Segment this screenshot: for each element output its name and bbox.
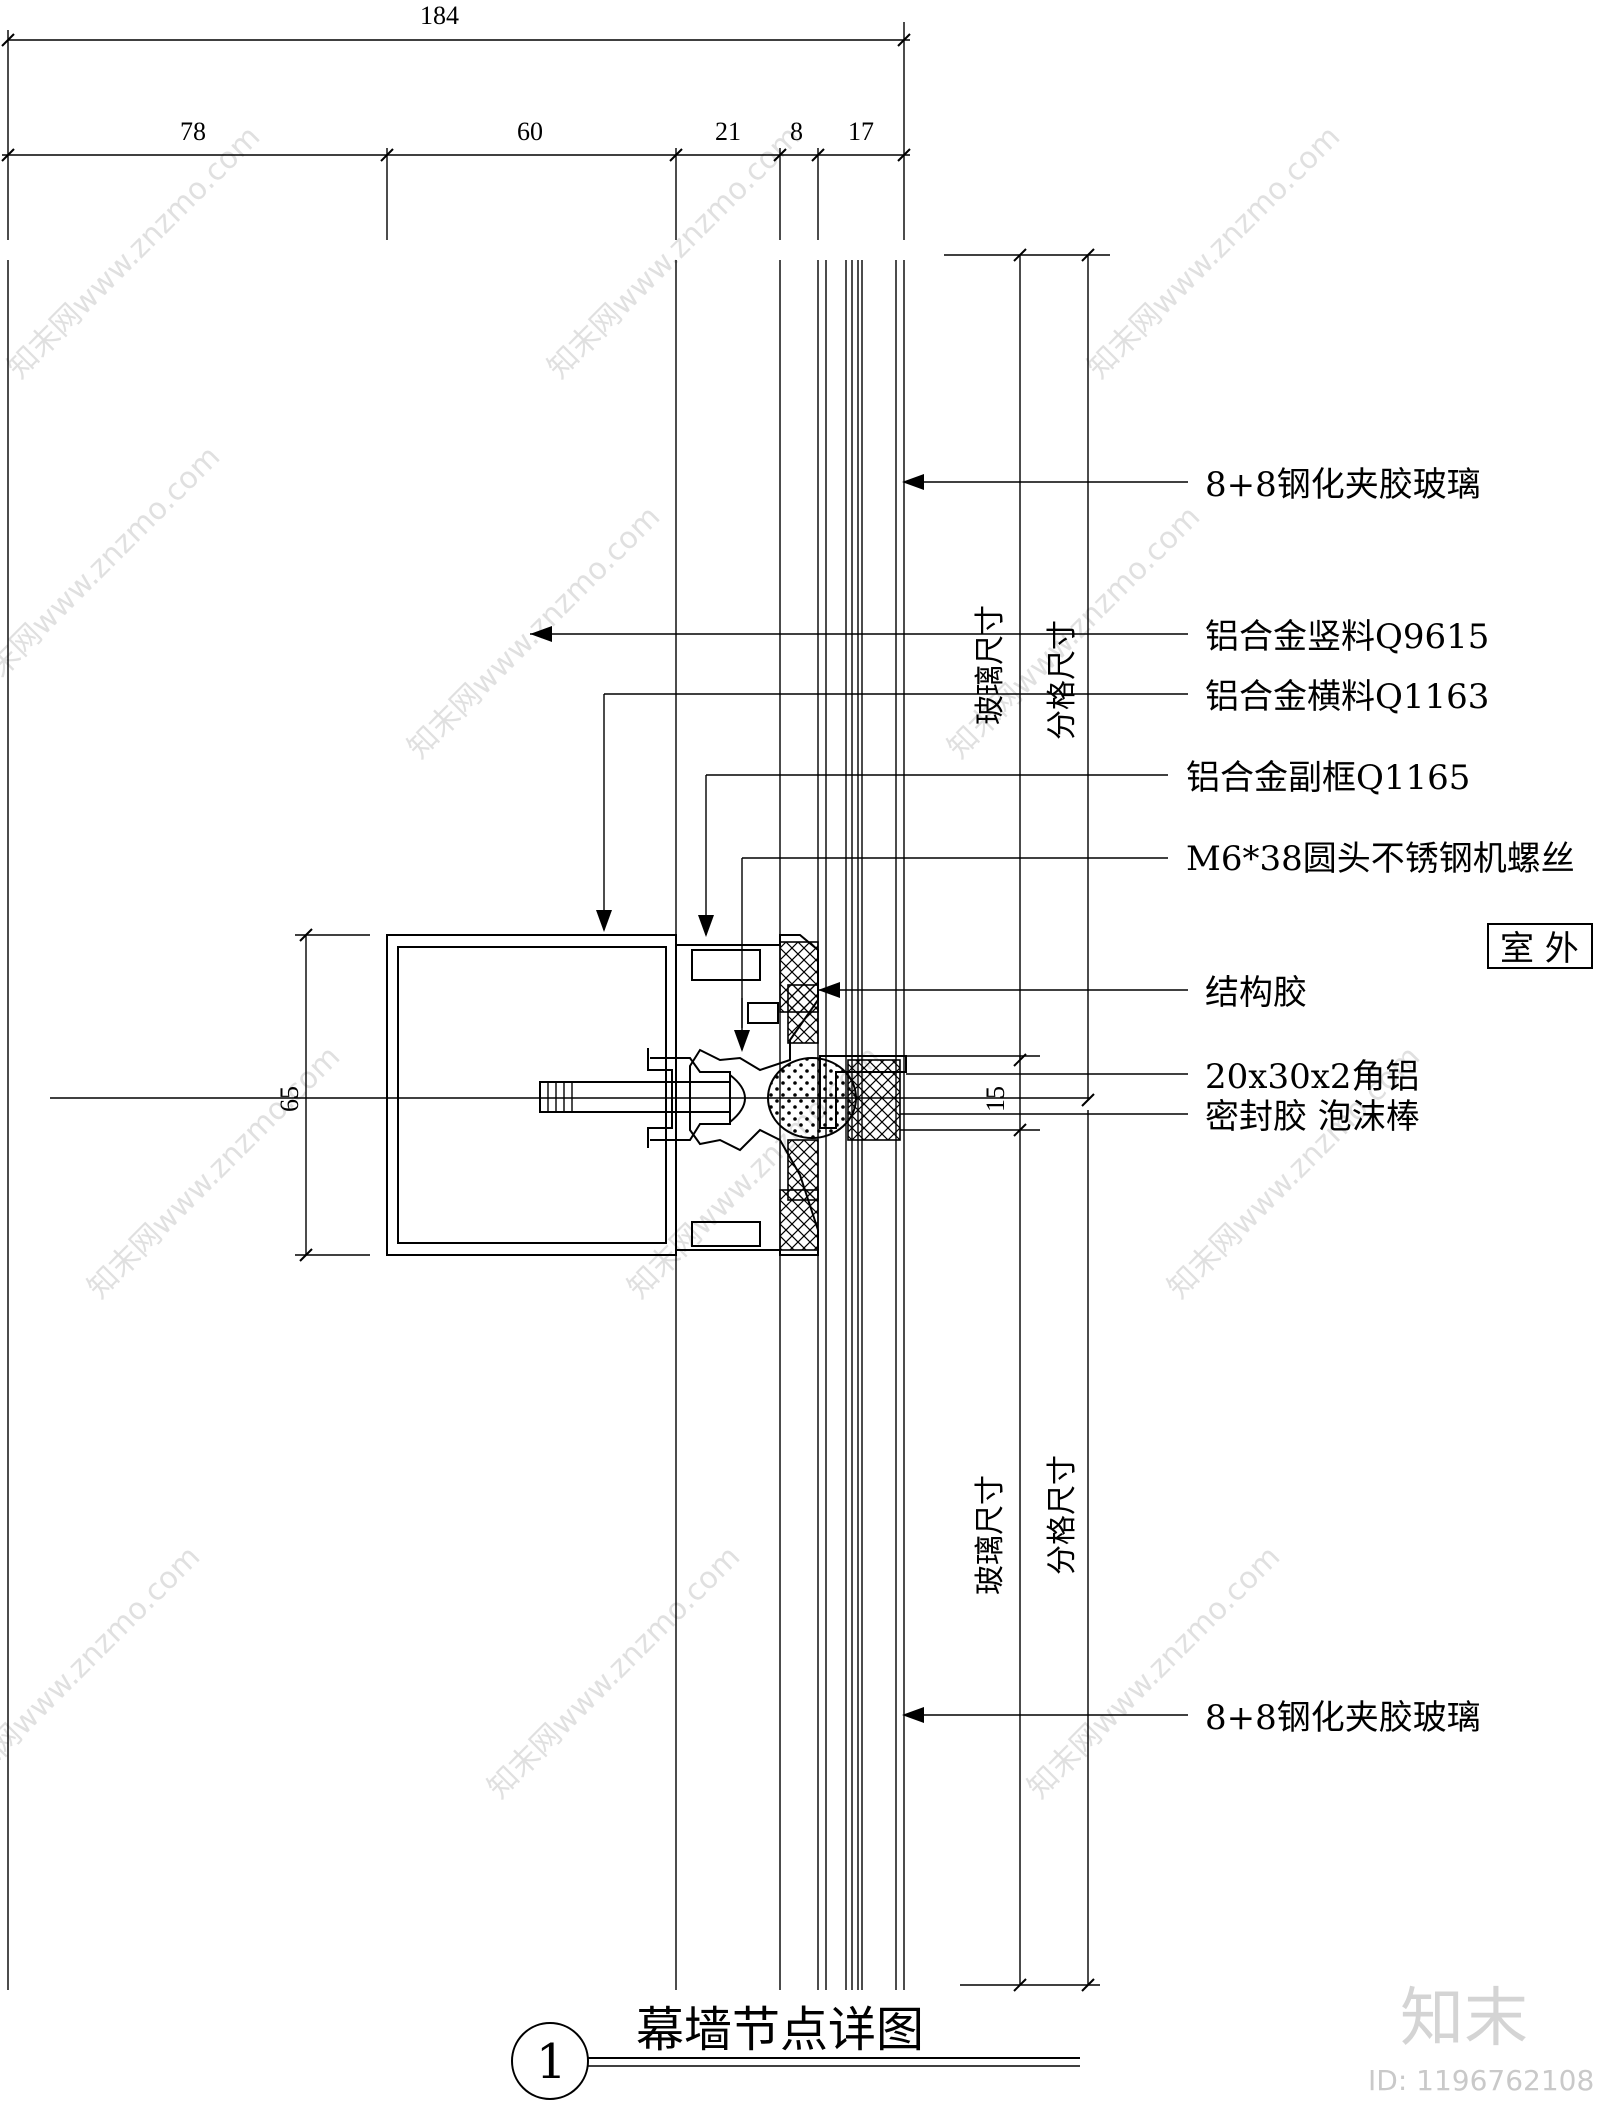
- brand-logo: 知末: [1400, 1982, 1528, 2056]
- brand-id: ID: 1196762108: [1368, 2064, 1594, 2097]
- label-transom: 铝合金横料Q1163: [1205, 677, 1489, 717]
- label-angle: 20x30x2角铝: [1205, 1057, 1420, 1097]
- dim-gap-15: 15: [981, 1086, 1010, 1112]
- glass-size-label-top: 玻璃尺寸: [973, 605, 1008, 725]
- dim-segment-17: 17: [848, 117, 874, 146]
- watermark-layer: 知末网www.znzmo.com 知末网www.znzmo.com 知末网www…: [0, 119, 1427, 1805]
- label-structural-sealant: 结构胶: [1205, 973, 1307, 1013]
- brand-watermark: 知末 ID: 1196762108: [1368, 1982, 1594, 2097]
- watermark-text: 知末网www.znzmo.com: [0, 1539, 207, 1805]
- watermark-text: 知末网www.znzmo.com: [0, 439, 227, 705]
- structural-sealant-upper: [787, 984, 819, 1044]
- dim-segment-78: 78: [180, 117, 206, 146]
- title-number-circle: [511, 2022, 589, 2100]
- sealant-joint: [847, 1059, 901, 1141]
- annotations: 8+8钢化夹胶玻璃 铝合金竖料Q9615 铝合金横料Q1163 铝合金副框Q11…: [530, 465, 1593, 1738]
- label-glass-bottom: 8+8钢化夹胶玻璃: [1205, 1698, 1481, 1738]
- page-title: 幕墙节点详图: [636, 2002, 924, 2058]
- label-mullion: 铝合金竖料Q9615: [1205, 617, 1489, 657]
- right-size-dimensions: 玻璃尺寸 分格尺寸 玻璃尺寸 分格尺寸 15: [900, 248, 1110, 1992]
- label-screw: M6*38圆头不锈钢机螺丝: [1186, 839, 1575, 879]
- watermark-text: 知末网www.znzmo.com: [401, 499, 667, 765]
- title-block: 1 幕墙节点详图: [511, 2002, 1080, 2100]
- grid-size-label-bottom: 分格尺寸: [1045, 1455, 1080, 1575]
- dim-segment-60: 60: [517, 117, 543, 146]
- watermark-text: 知末网www.znzmo.com: [1, 119, 267, 385]
- grid-size-label-top: 分格尺寸: [1045, 620, 1080, 740]
- label-subframe: 铝合金副框Q1165: [1186, 758, 1470, 798]
- title-number: 1: [536, 2034, 567, 2090]
- foam-rod: [767, 1057, 857, 1139]
- glass-size-label-bottom: 玻璃尺寸: [973, 1475, 1008, 1595]
- watermark-text: 知末网www.znzmo.com: [481, 1539, 747, 1805]
- watermark-text: 知末网www.znzmo.com: [541, 119, 807, 385]
- top-dimensions: 184 78 60 21 8 17: [1, 1, 911, 240]
- aluminum-profile-section: [386, 694, 907, 1256]
- dim-segment-8: 8: [790, 117, 803, 146]
- watermark-text: 知末网www.znzmo.com: [1081, 119, 1347, 385]
- label-sealant-foam: 密封胶 泡沫棒: [1205, 1097, 1420, 1137]
- outside-tag-box: [1487, 923, 1593, 969]
- angle-aluminum: [819, 1055, 907, 1129]
- dim-segment-21: 21: [715, 117, 741, 146]
- screw-shank: [539, 1081, 731, 1113]
- outside-tag: 室 外: [1500, 929, 1579, 969]
- watermark-text: 知末网www.znzmo.com: [1021, 1539, 1287, 1805]
- watermark-text: 知末网www.znzmo.com: [81, 1039, 347, 1305]
- label-glass-top: 8+8钢化夹胶玻璃: [1205, 465, 1481, 505]
- dim-overall: 184: [420, 1, 459, 30]
- height-dimension: 65: [275, 928, 370, 1262]
- structural-sealant-bottom: [779, 1189, 819, 1251]
- dim-height-65: 65: [275, 1086, 304, 1112]
